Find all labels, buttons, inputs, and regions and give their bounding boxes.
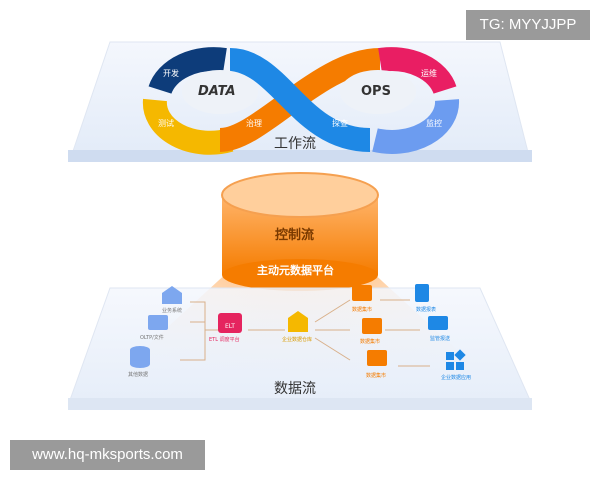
workflow-title: 工作流	[274, 136, 316, 152]
watermark-top: TG: MYYJJPP	[466, 10, 590, 40]
app-grid-icon	[446, 349, 466, 370]
report-icon	[415, 284, 429, 302]
etl-label: ETL 调度平台	[209, 337, 240, 343]
folder-icon	[148, 315, 168, 330]
data-mart-icons	[352, 285, 387, 366]
mail-icon	[428, 316, 448, 330]
source-label: 其他数据	[128, 372, 149, 378]
segment-develop: 开发	[163, 69, 179, 78]
control-title: 控制流	[275, 228, 315, 243]
warehouse-label: 企业数据仓库	[282, 337, 313, 343]
watermark-bottom: www.hq-mksports.com	[10, 440, 205, 470]
source-label: 业务系统	[162, 308, 183, 314]
data-loop-label: DATA	[198, 84, 236, 99]
infinity-loop	[142, 47, 460, 155]
output-label: 监管报送	[430, 336, 451, 342]
output-label: 数据报表	[416, 307, 437, 313]
segment-govern: 治理	[246, 119, 262, 128]
database-icon	[130, 346, 150, 368]
ops-loop-label: OPS	[361, 84, 391, 99]
segment-explore: 探查	[332, 119, 348, 128]
business-system-icon	[162, 286, 182, 304]
segment-ops: 运维	[421, 69, 437, 78]
warehouse-icon	[288, 311, 308, 332]
segment-test: 测试	[158, 119, 174, 128]
mart-label: 数据集市	[366, 373, 387, 379]
etl-icon-text: ELT	[225, 323, 235, 330]
etl-icon	[218, 313, 242, 333]
source-label: OLTP/文件	[140, 335, 164, 341]
output-label: 企业数据应用	[441, 375, 472, 381]
platform-label: 主动元数据平台	[257, 264, 334, 277]
mart-label: 数据集市	[360, 339, 381, 345]
dataflow-title: 数据流	[274, 381, 316, 397]
mart-label: 数据集市	[352, 307, 373, 313]
segment-monitor: 监控	[426, 119, 442, 128]
